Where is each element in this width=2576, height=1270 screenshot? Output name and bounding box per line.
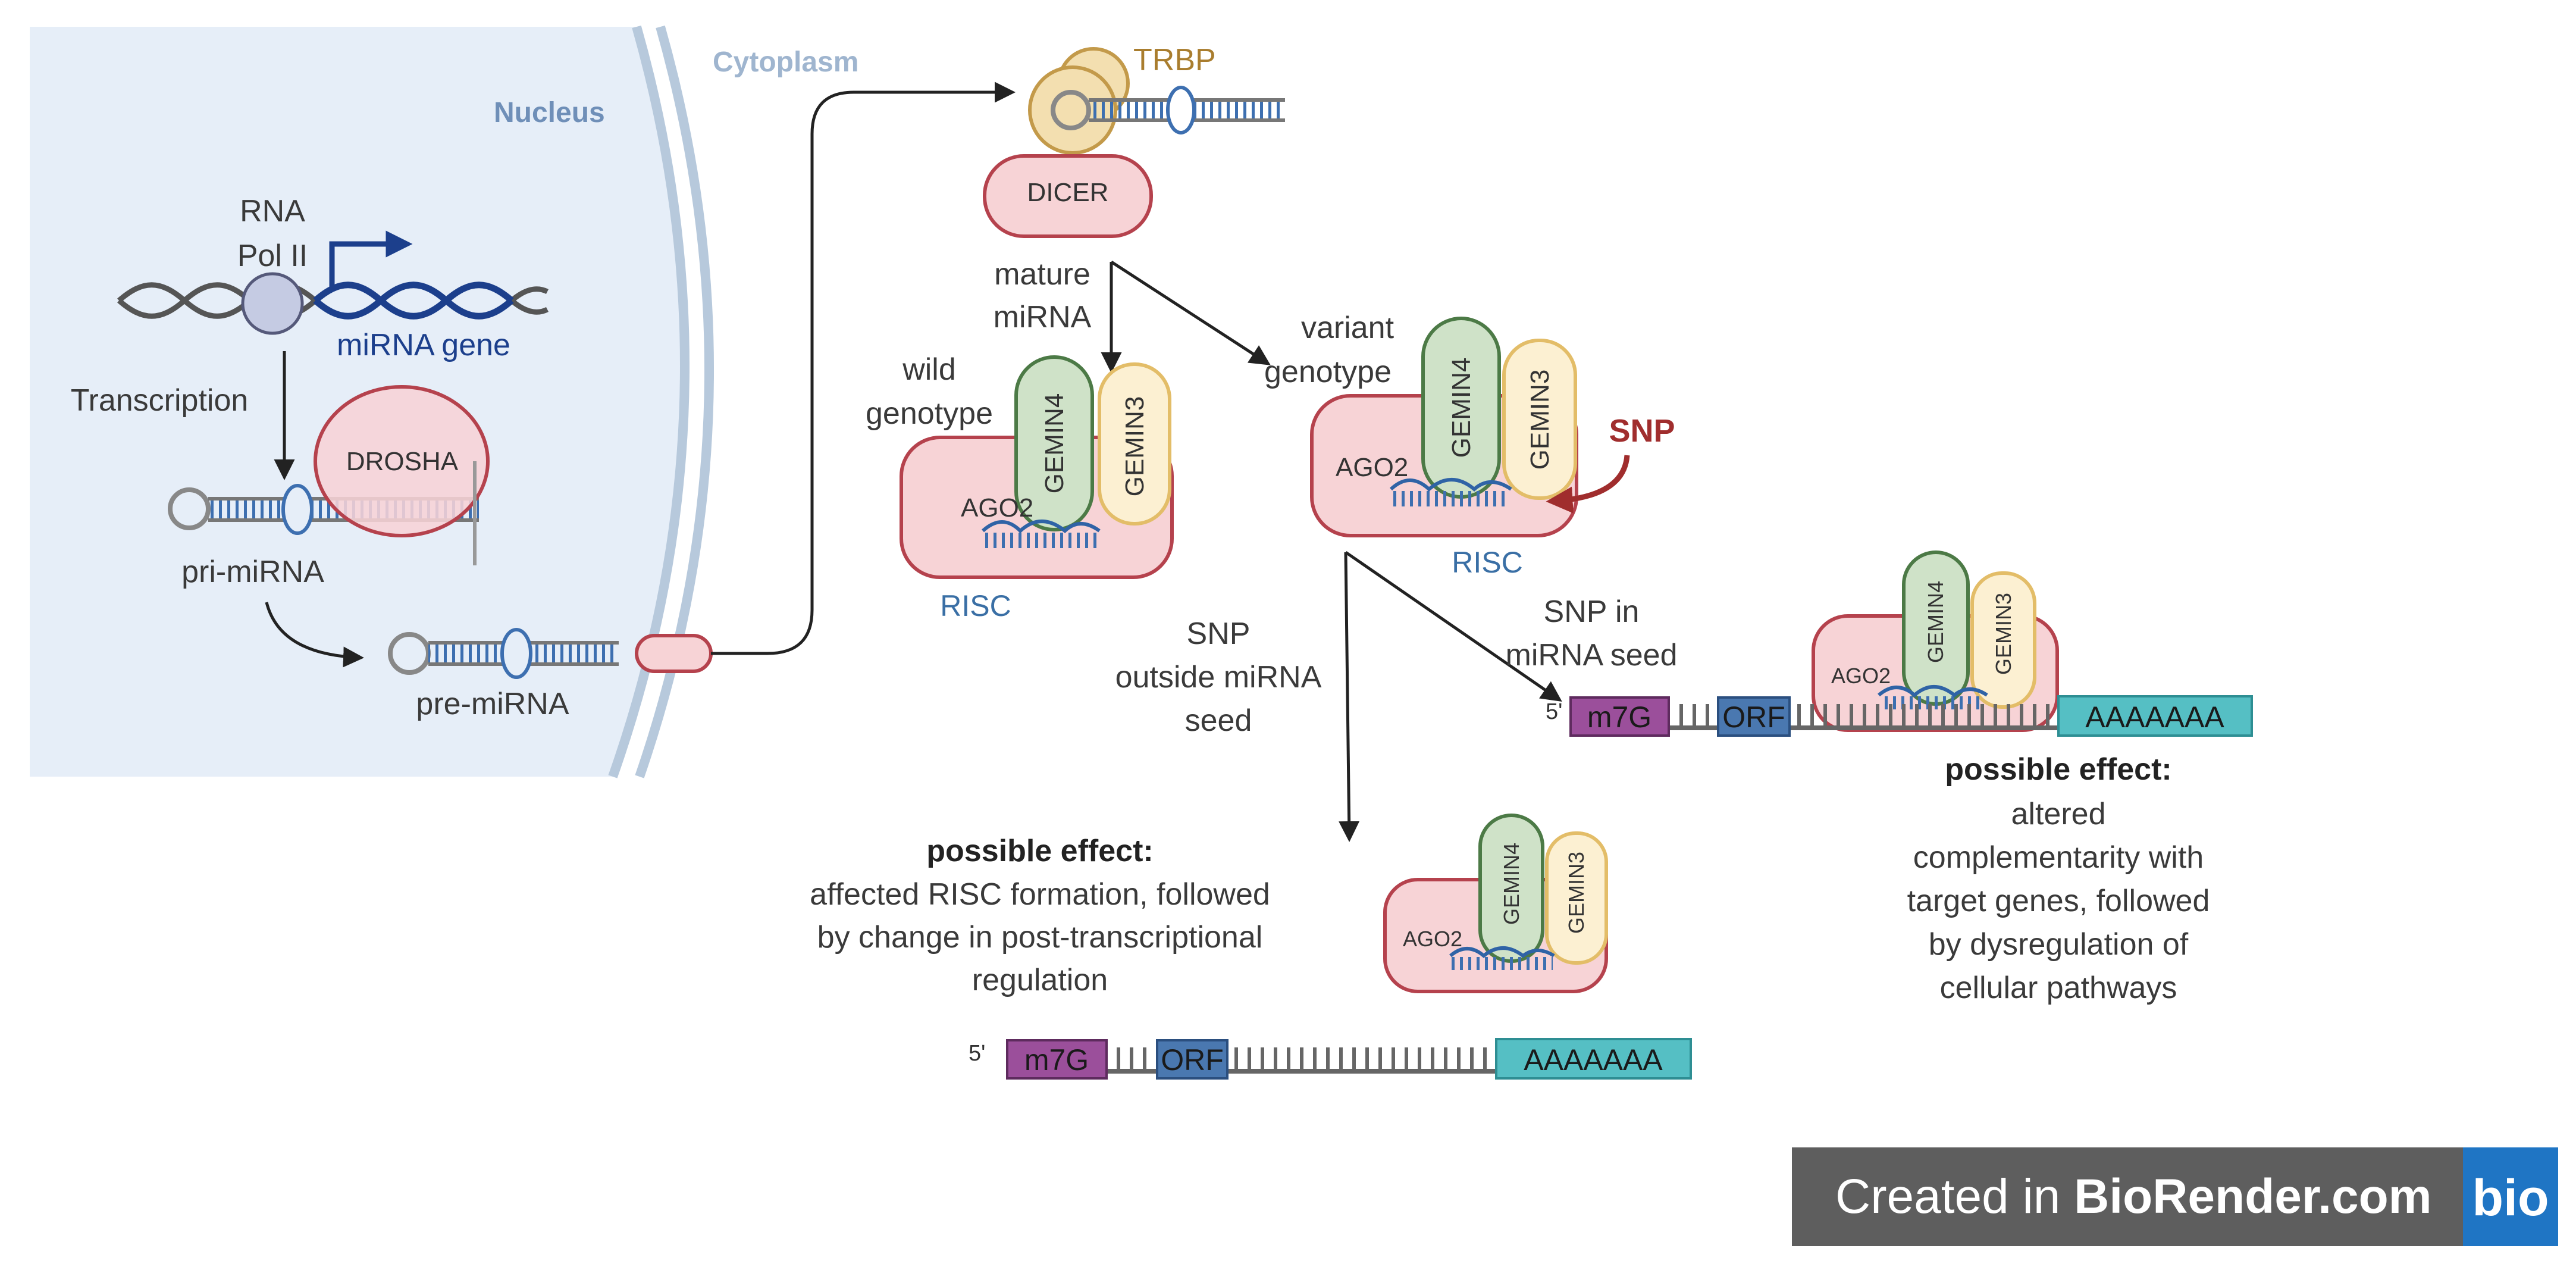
wild-gemin3-label: GEMIN3 bbox=[1120, 396, 1149, 497]
left-effect-line-3: regulation bbox=[972, 963, 1108, 997]
drosha-enzyme bbox=[314, 385, 490, 537]
right-five-prime-label: 5' bbox=[1546, 699, 1562, 724]
rna-pol-label-2: Pol II bbox=[237, 239, 308, 273]
wild-ago2-label: AGO2 bbox=[961, 493, 1033, 523]
snp-outside-label-2: outside miRNA bbox=[1115, 660, 1322, 695]
transcription-label: Transcription bbox=[71, 383, 249, 418]
arrow-snp-in-seed bbox=[1345, 550, 1562, 702]
biorender-logo: bio bbox=[2472, 1169, 2549, 1227]
right-gemin3-label: GEMIN3 bbox=[1991, 593, 2016, 675]
bottom-orf-label: ORF bbox=[1161, 1043, 1224, 1077]
left-effect-line-1: affected RISC formation, followed bbox=[810, 877, 1270, 912]
trbp-label: TRBP bbox=[1133, 43, 1216, 77]
left-effect-line-2: by change in post-transcriptional bbox=[817, 920, 1263, 955]
wild-risc-label: RISC bbox=[940, 589, 1011, 623]
right-effect-line-5: cellular pathways bbox=[1940, 971, 2177, 1005]
bottom-polya-label: AAAAAAA bbox=[1524, 1043, 1663, 1077]
wild-gemin4-label: GEMIN4 bbox=[1040, 393, 1069, 494]
bottom-risc-complex bbox=[1383, 814, 1608, 993]
right-effect-line-3: target genes, followed bbox=[1907, 884, 2210, 918]
right-effect-line-4: by dysregulation of bbox=[1929, 927, 2189, 962]
right-gemin4-label: GEMIN4 bbox=[1923, 581, 1948, 663]
bottom-five-prime-label: 5' bbox=[969, 1041, 985, 1066]
right-effect-line-2: complementarity with bbox=[1913, 840, 2204, 875]
pre-mirna-label: pre-miRNA bbox=[416, 687, 569, 721]
wild-genotype-label-1: wild bbox=[902, 352, 956, 387]
wild-risc-complex bbox=[900, 355, 1174, 579]
right-ago2-label: AGO2 bbox=[1831, 664, 1891, 688]
processing-arrow bbox=[265, 602, 364, 668]
wild-genotype-label-2: genotype bbox=[866, 396, 993, 431]
dicer-bound-rna bbox=[1051, 86, 1285, 134]
rna-pol-label-1: RNA bbox=[240, 194, 305, 229]
variant-gemin4-label: GEMIN4 bbox=[1447, 358, 1476, 458]
bottom-gemin3-label: GEMIN3 bbox=[1564, 852, 1588, 934]
export-arrow bbox=[711, 82, 1016, 655]
right-effect-line-1: altered bbox=[2011, 797, 2106, 831]
right-orf-label: ORF bbox=[1722, 700, 1785, 734]
mature-mirna-label-1: mature bbox=[994, 257, 1090, 292]
variant-risc-label: RISC bbox=[1452, 546, 1522, 579]
snp-outside-label-3: seed bbox=[1185, 703, 1252, 738]
variant-genotype-label-2: genotype bbox=[1264, 355, 1392, 389]
dicer-label: DICER bbox=[1027, 178, 1109, 207]
variant-risc-complex bbox=[1310, 317, 1578, 537]
dna-helix bbox=[117, 281, 549, 320]
right-m7g-label: m7G bbox=[1587, 700, 1651, 734]
left-effect-heading: possible effect: bbox=[926, 834, 1153, 868]
bottom-ago2-label: AGO2 bbox=[1403, 927, 1462, 951]
variant-ago2-label: AGO2 bbox=[1336, 453, 1408, 482]
mature-mirna-label-2: miRNA bbox=[994, 300, 1092, 334]
arrow-to-variant bbox=[1110, 260, 1271, 365]
nucleus-label: Nucleus bbox=[494, 97, 605, 129]
rna-pol-ii-circle bbox=[241, 272, 304, 335]
bottom-m7g-label: m7G bbox=[1024, 1043, 1089, 1077]
snp-label: SNP bbox=[1609, 413, 1675, 449]
biorender-badge: Created in BioRender.com bio bbox=[1792, 1147, 2558, 1246]
bottom-gemin4-label: GEMIN4 bbox=[1499, 843, 1524, 925]
drosha-label: DROSHA bbox=[346, 447, 459, 476]
mirna-gene-label: miRNA gene bbox=[337, 328, 510, 362]
right-mrna bbox=[1569, 695, 2253, 737]
created-in-text: Created in BioRender.com bbox=[1835, 1169, 2432, 1224]
arrow-snp-outside-seed bbox=[1339, 552, 1360, 842]
pri-mirna-label: pri-miRNA bbox=[181, 555, 324, 589]
snp-in-label-2: miRNA seed bbox=[1506, 638, 1678, 672]
pre-mirna bbox=[388, 628, 619, 679]
exportin-transporter bbox=[635, 634, 713, 673]
variant-gemin3-label: GEMIN3 bbox=[1525, 370, 1555, 470]
cytoplasm-label: Cytoplasm bbox=[713, 46, 858, 78]
transcription-start-arrow bbox=[329, 230, 413, 289]
snp-outside-label-1: SNP bbox=[1187, 617, 1251, 651]
dicer-enzyme bbox=[983, 154, 1153, 238]
right-polya-label: AAAAAAA bbox=[2085, 700, 2224, 734]
snp-in-label-1: SNP in bbox=[1544, 595, 1640, 629]
bottom-mrna bbox=[1006, 1038, 1692, 1080]
right-effect-heading: possible effect: bbox=[1945, 752, 2171, 787]
snp-arrow bbox=[1546, 455, 1630, 514]
variant-genotype-label-1: variant bbox=[1301, 311, 1394, 345]
